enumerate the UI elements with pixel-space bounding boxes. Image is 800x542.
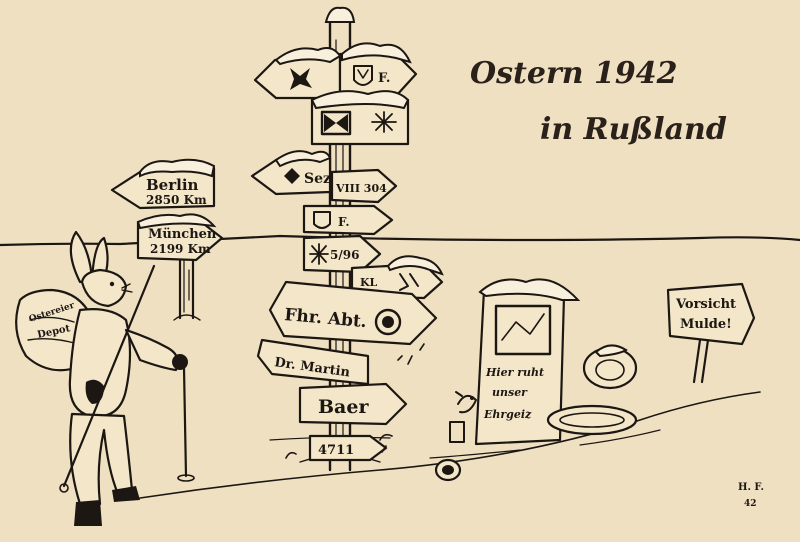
left-signpost: Berlin 2850 Km München 2199 Km — [110, 158, 224, 321]
flag-star-sign — [310, 90, 410, 146]
shield-f-2-label: F. — [338, 215, 350, 229]
flowers — [285, 343, 425, 459]
star-code-sign: 5/96 — [302, 234, 382, 274]
ski-pole-1 — [62, 264, 156, 488]
easter-bunny: Ostereier Depot — [15, 230, 188, 526]
tombstone-frame — [494, 304, 552, 356]
wreath-icon — [374, 308, 402, 336]
can-on-ground — [434, 458, 462, 482]
signature-year: 42 — [744, 499, 757, 509]
dr-martin-sign: Dr. Martin — [256, 338, 370, 386]
tires — [546, 344, 638, 436]
bunny-arm — [124, 328, 179, 372]
munchen-city-label: München — [148, 227, 217, 242]
rune-icon — [399, 273, 419, 291]
ground-line — [139, 391, 761, 499]
baer-label: Baer — [318, 396, 369, 418]
diamond-icon — [284, 168, 300, 184]
cross-emblem-sign — [253, 47, 342, 100]
signature-initials: H. F. — [738, 482, 764, 493]
tombstone-text-1: Hier ruht — [485, 366, 544, 379]
shield-f-sign-2: F. — [302, 204, 394, 236]
berlin-distance-label: 2850 Km — [146, 193, 207, 207]
bunny-legs — [69, 412, 134, 506]
bunny-head — [80, 268, 128, 308]
title-line-2: in Rußland — [540, 112, 727, 147]
shield-f-label: F. — [378, 71, 390, 86]
bunny-mitten — [172, 354, 188, 370]
sez-label: Sez — [304, 171, 331, 187]
warning-signpost: Vorsicht Mulde! — [666, 282, 756, 384]
bunny-boot-right — [112, 486, 140, 502]
warning-line-1: Vorsicht — [675, 297, 736, 312]
baer-sign: Baer — [298, 382, 408, 426]
title-line-1: Ostern 1942 — [470, 56, 678, 91]
warning-line-2: Mulde! — [680, 317, 732, 332]
bunny-ear-left — [69, 230, 94, 284]
berlin-city-label: Berlin — [146, 176, 199, 194]
flag-icon — [320, 110, 352, 136]
tin-can — [449, 421, 465, 443]
tombstone-text-3: Ehrgeiz — [483, 408, 532, 421]
number-sign: 4711 — [308, 434, 388, 462]
kl-label: KL — [360, 276, 378, 289]
munchen-distance-label: 2199 Km — [150, 242, 211, 256]
tombstone-text-2: unser — [492, 386, 528, 399]
code-2-label: 5/96 — [330, 248, 359, 262]
number-label: 4711 — [318, 443, 354, 458]
shield-icon — [353, 65, 373, 86]
horizon-line — [0, 234, 800, 247]
shield-icon-2 — [313, 211, 331, 229]
iron-cross-icon — [290, 68, 312, 90]
shield-f-sign: F. — [338, 42, 418, 98]
bunny-boot-left — [74, 500, 102, 526]
bunny-eye — [109, 281, 115, 287]
code-sign-1: VIII 304 — [330, 168, 398, 204]
warning-sign — [666, 282, 756, 346]
bird — [455, 391, 477, 414]
abt-sign: Fhr. Abt. — [268, 280, 438, 346]
code-1-label: VIII 304 — [335, 182, 387, 195]
star-icon-2 — [309, 243, 329, 265]
ski-pole-2 — [182, 366, 188, 478]
tombstone: Hier ruht unser Ehrgeiz — [474, 278, 581, 446]
bunny-body — [68, 308, 132, 418]
sez-sign: Sez — [250, 150, 332, 196]
star-icon — [371, 111, 397, 133]
